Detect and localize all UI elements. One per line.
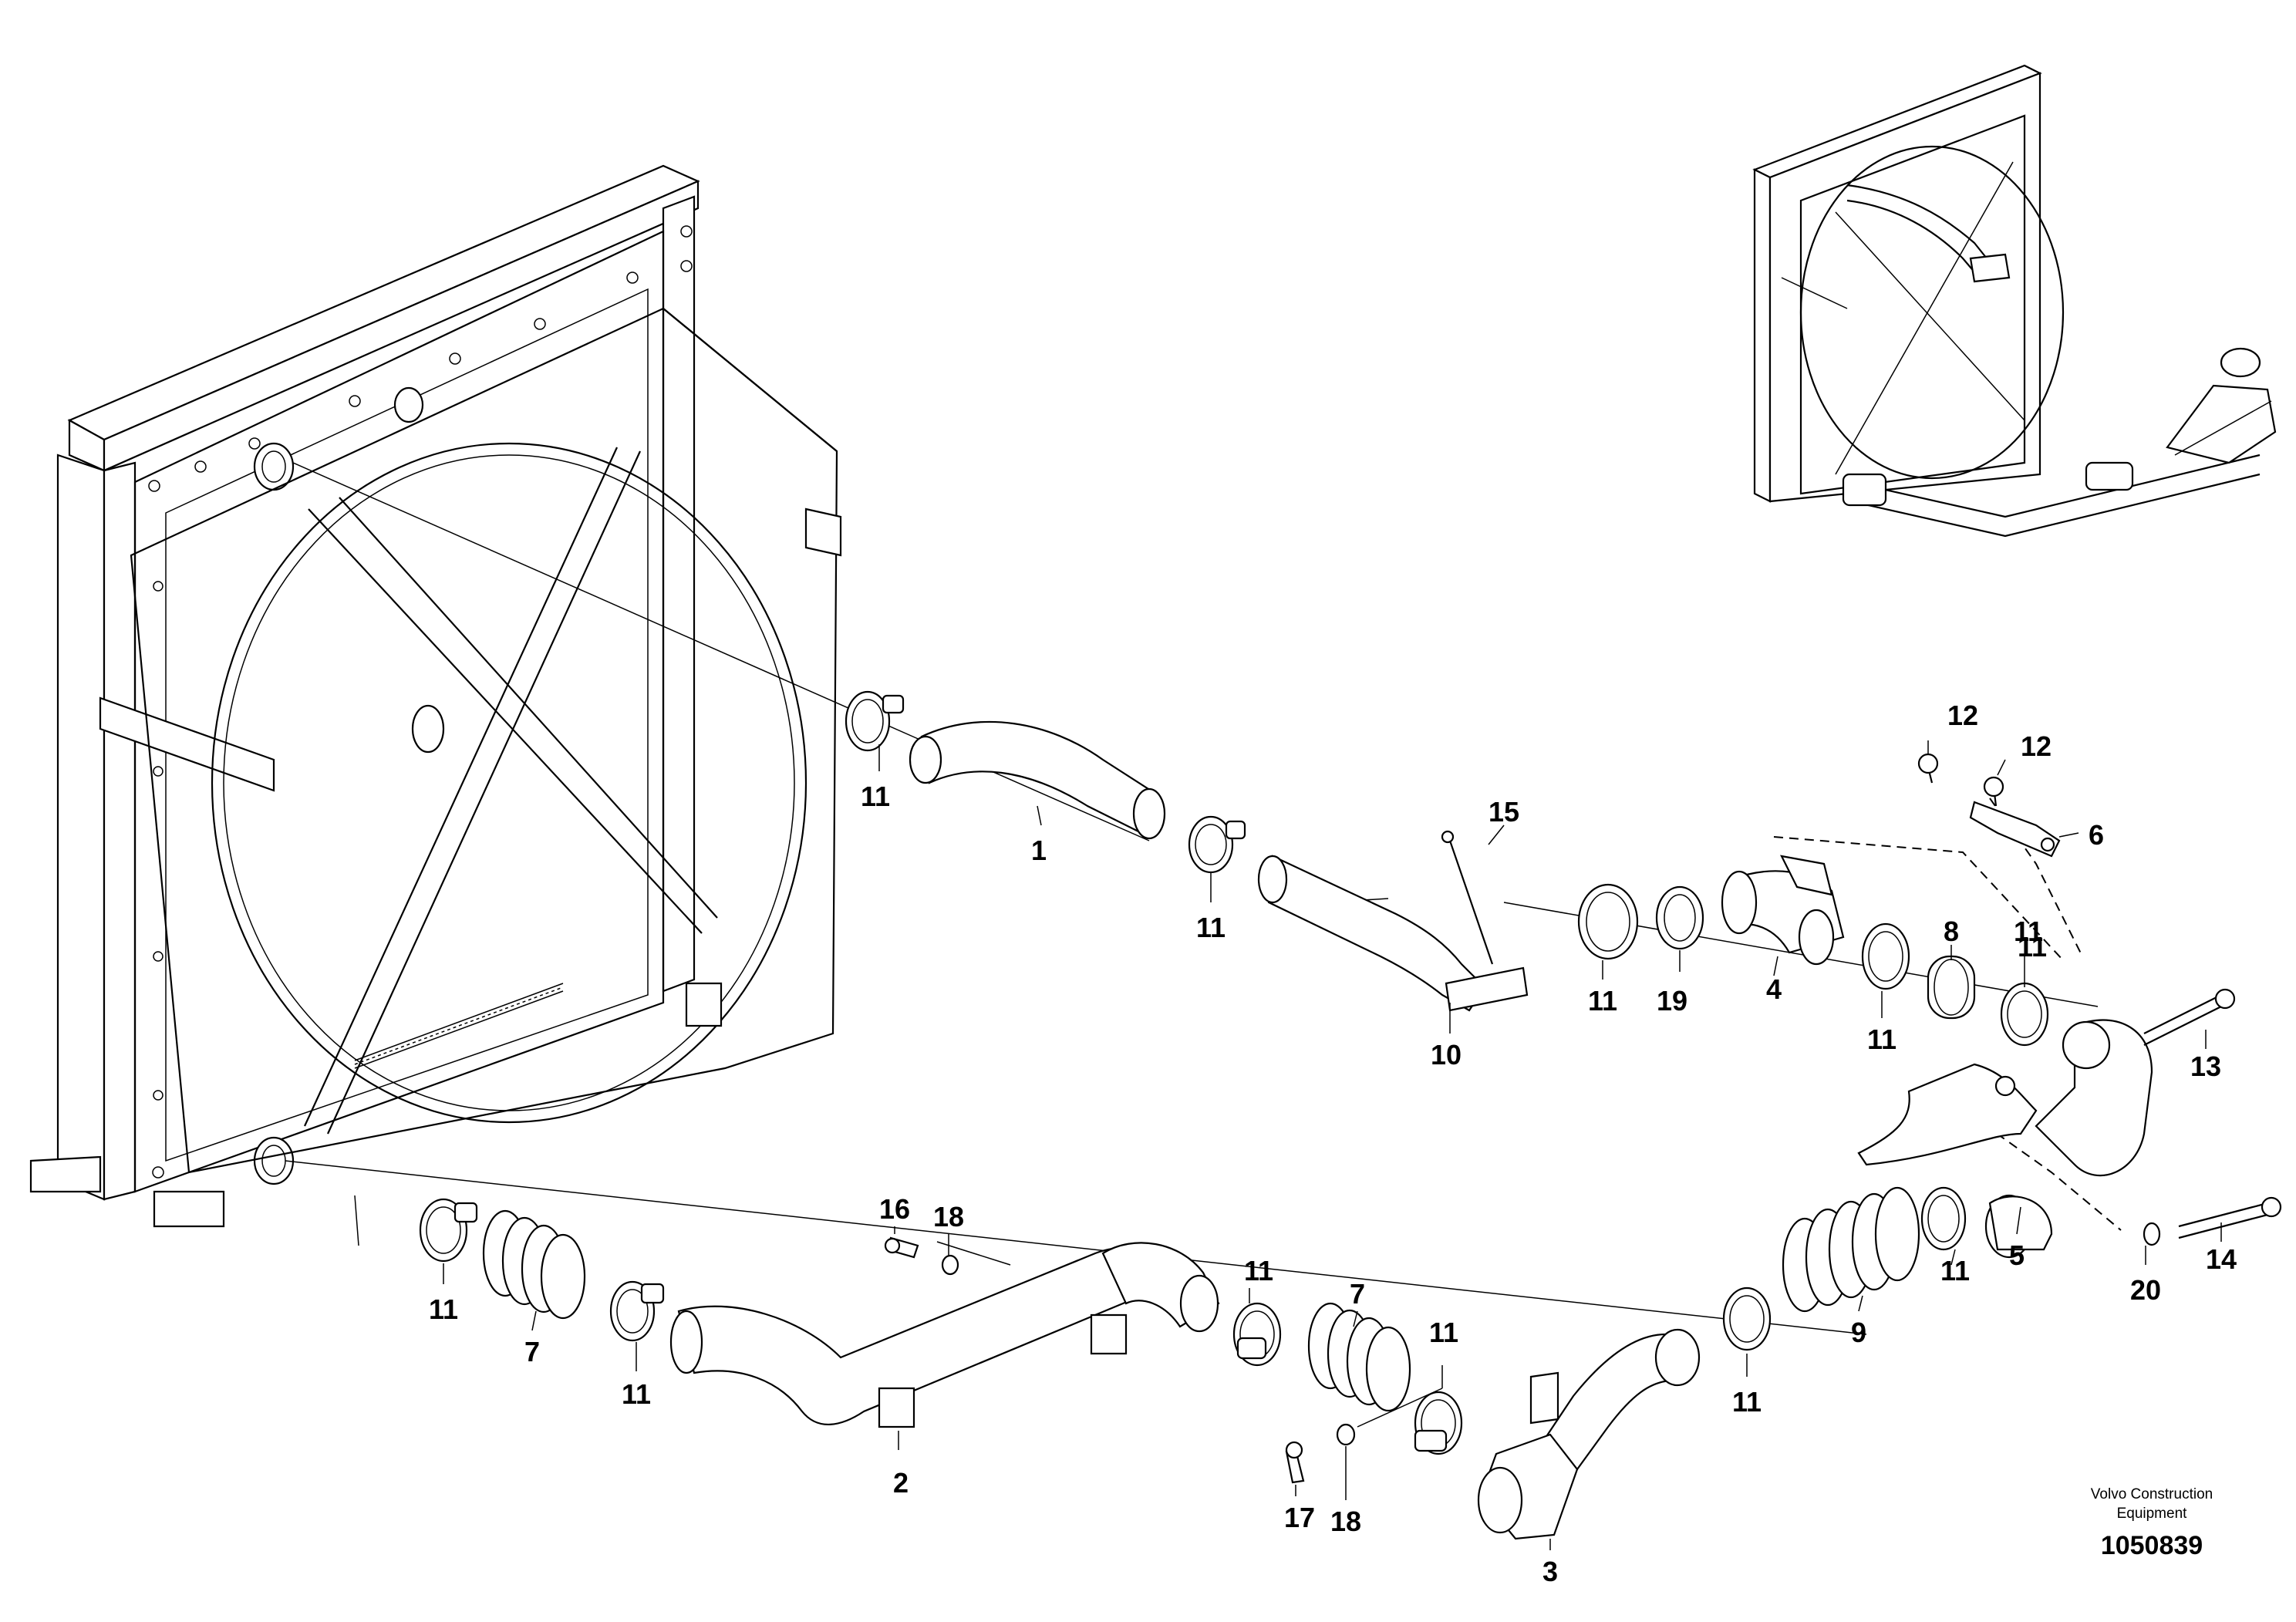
callout-11b: 11 [1196,912,1226,943]
callout-11l: 11 [2018,931,2047,963]
callout-leaders [443,740,2222,1550]
callout-17: 17 [1284,1502,1315,1533]
callout-11g: 11 [622,1378,651,1410]
callout-15: 15 [1489,796,1519,828]
callout-12b: 12 [2021,730,2052,762]
brand-line-1: Volvo Construction [2091,1486,2213,1502]
callout-8: 8 [1944,916,1959,947]
callout-6: 6 [2089,819,2104,851]
footer: Volvo Construction Equipment 1050839 [2091,1486,2213,1560]
callout-11a: 11 [861,781,890,812]
callout-5: 5 [2009,1239,2025,1271]
callout-13: 13 [2190,1050,2221,1082]
brand-line-2: Equipment [2117,1506,2188,1522]
callout-3: 3 [1542,1556,1558,1587]
inset-overview [1752,64,2277,538]
part-hoses-and-pipes [419,690,2282,1540]
callout-20: 20 [2130,1274,2161,1306]
callout-18b: 18 [1330,1506,1361,1537]
callout-9: 9 [1851,1317,1866,1348]
callout-7a: 7 [524,1336,540,1367]
callout-11i: 11 [1429,1317,1458,1348]
callout-11h: 11 [1244,1255,1273,1286]
callout-12a: 12 [1947,700,1978,731]
callout-11c: 11 [1588,985,1617,1017]
callout-11f: 11 [429,1293,458,1325]
callout-16: 16 [879,1193,910,1225]
callout-11d: 11 [1867,1023,1896,1055]
callout-7b: 7 [1350,1278,1365,1310]
callout-11k: 11 [1940,1255,1970,1286]
callout-19: 19 [1657,985,1687,1017]
callout-11j: 11 [1732,1386,1762,1418]
callout-14: 14 [2206,1243,2237,1275]
callout-1: 1 [1031,835,1047,866]
radiator-assembly [29,164,842,1228]
callout-11e: 11 [2014,916,2043,947]
callout-4: 4 [1766,973,1782,1005]
callout-labels: 1 2 3 4 5 6 7 7 8 9 10 11 11 11 11 11 11… [429,700,2237,1587]
callout-10: 10 [1431,1039,1462,1071]
callout-18a: 18 [933,1201,964,1233]
document-number: 1050839 [2101,1531,2203,1560]
callout-2: 2 [893,1467,909,1499]
